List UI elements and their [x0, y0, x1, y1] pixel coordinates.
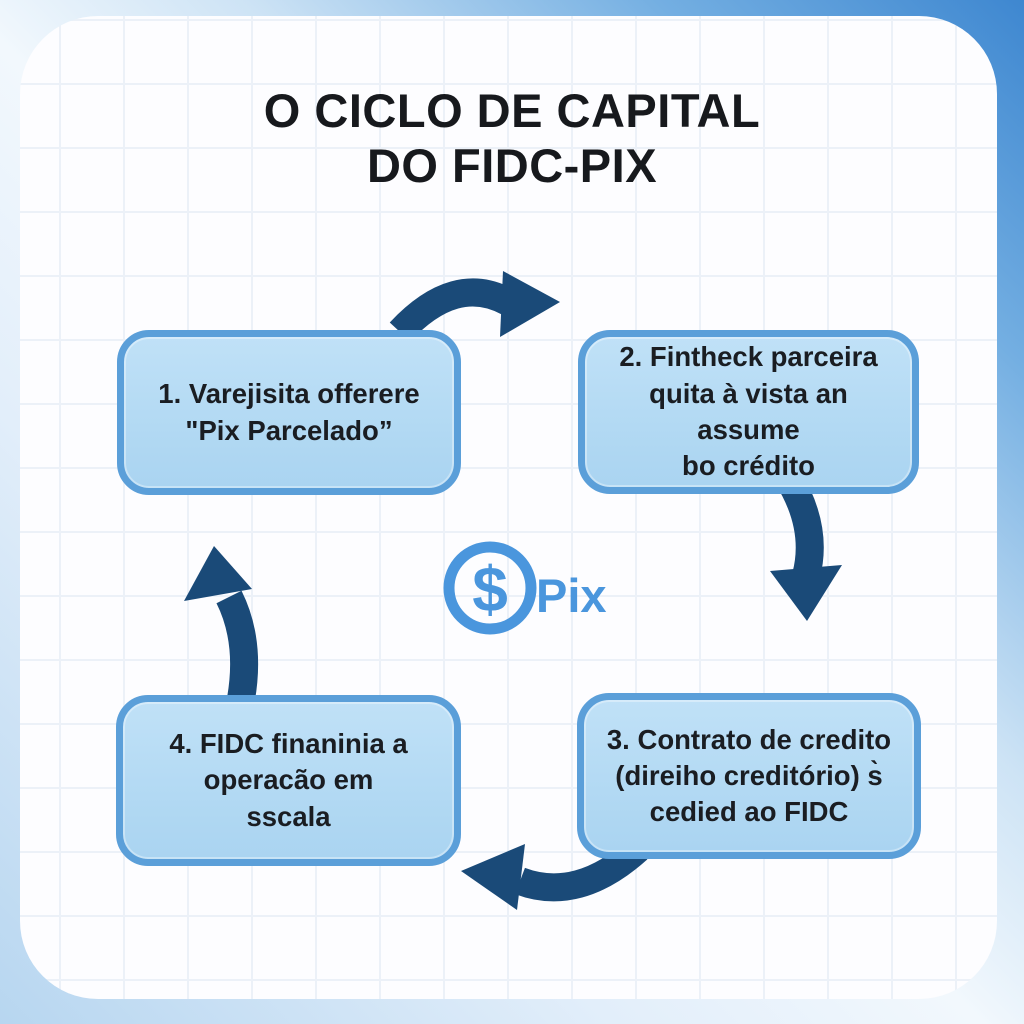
arrow-step1-to-step2-icon [389, 271, 560, 342]
step-box-1: 1. Varejisita offerere "Pix Parcelado” [117, 330, 461, 495]
page-title: O CICLO DE CAPITAL DO FIDC-PIX [0, 84, 1024, 194]
step-box-2: 2. Fintheck parceira quita à vista an as… [578, 330, 919, 494]
step-2-text: 2. Fintheck parceira quita à vista an as… [619, 341, 878, 482]
dollar-circle-icon [443, 541, 537, 635]
dollar-sign: $ [472, 553, 508, 625]
step-3-text: 3. Contrato de credito (direiho creditór… [606, 723, 892, 828]
arrow-step4-to-step1-icon [184, 546, 259, 702]
arrow-step3-to-step4-icon [461, 838, 648, 910]
step-box-4: 4. FIDC finaninia a operacão em sscala [116, 695, 461, 866]
step-4-text: 4. FIDC finaninia a operacão em sscala [169, 728, 408, 832]
arrow-step2-to-step3-icon [770, 468, 842, 621]
step-box-3: 3. Contrato de credito (direiho creditór… [577, 693, 921, 859]
pix-label: Pix [536, 569, 607, 622]
step-1-text: 1. Varejisita offerere "Pix Parcelado” [158, 378, 420, 446]
page-title-line-1: O CICLO DE CAPITAL [263, 84, 761, 137]
pix-logo: $ Pix [443, 541, 607, 635]
page-title-line-2: DO FIDC-PIX [366, 138, 658, 192]
